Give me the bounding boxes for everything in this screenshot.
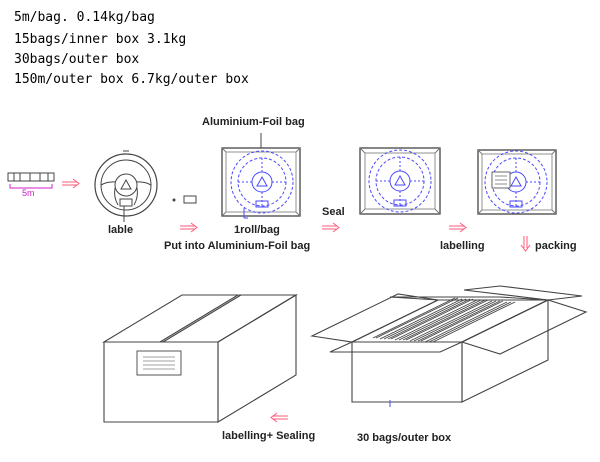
arrow-left-icon: [270, 412, 288, 423]
foil-bag: [221, 147, 301, 219]
put-into-label: Put into Aluminium-Foil bag: [164, 240, 311, 252]
spec-line-2: 15bags/inner box 3.1kg: [14, 32, 187, 47]
sealed-box: [102, 294, 298, 423]
arrow-right-icon: [449, 222, 467, 233]
small-label-tag: [183, 195, 197, 204]
packing-label: packing: [535, 240, 577, 252]
spec-line-4: 150m/outer box 6.7kg/outer box: [14, 72, 249, 87]
seal-label: Seal: [322, 206, 345, 218]
labelling-label: labelling: [440, 240, 485, 252]
spec-line-1: 5m/bag. 0.14kg/bag: [14, 10, 155, 25]
tape-strip: 5m: [7, 172, 55, 198]
bags-per-outer-box-label: 30 bags/outer box: [357, 432, 452, 444]
sealed-bag: [359, 147, 441, 215]
labelling-sealing-label: labelling+ Sealing: [222, 430, 316, 442]
lable-label: lable: [108, 224, 134, 236]
roll-per-bag-label: 1roll/bag: [234, 224, 280, 236]
arrow-right-icon: [180, 222, 198, 233]
arrow-down-icon: [520, 236, 531, 252]
aluminium-foil-bag-label: Aluminium-Foil bag: [202, 116, 305, 128]
tape-reel: [94, 150, 158, 217]
arrow-right-icon: [62, 178, 80, 189]
arrow-right-icon: [322, 222, 340, 233]
dot: [172, 198, 176, 202]
strip-length-label: 5m: [22, 188, 35, 198]
spec-line-3: 30bags/outer box: [14, 52, 140, 67]
labelled-bag: [477, 149, 557, 215]
open-outer-box: [310, 285, 588, 403]
